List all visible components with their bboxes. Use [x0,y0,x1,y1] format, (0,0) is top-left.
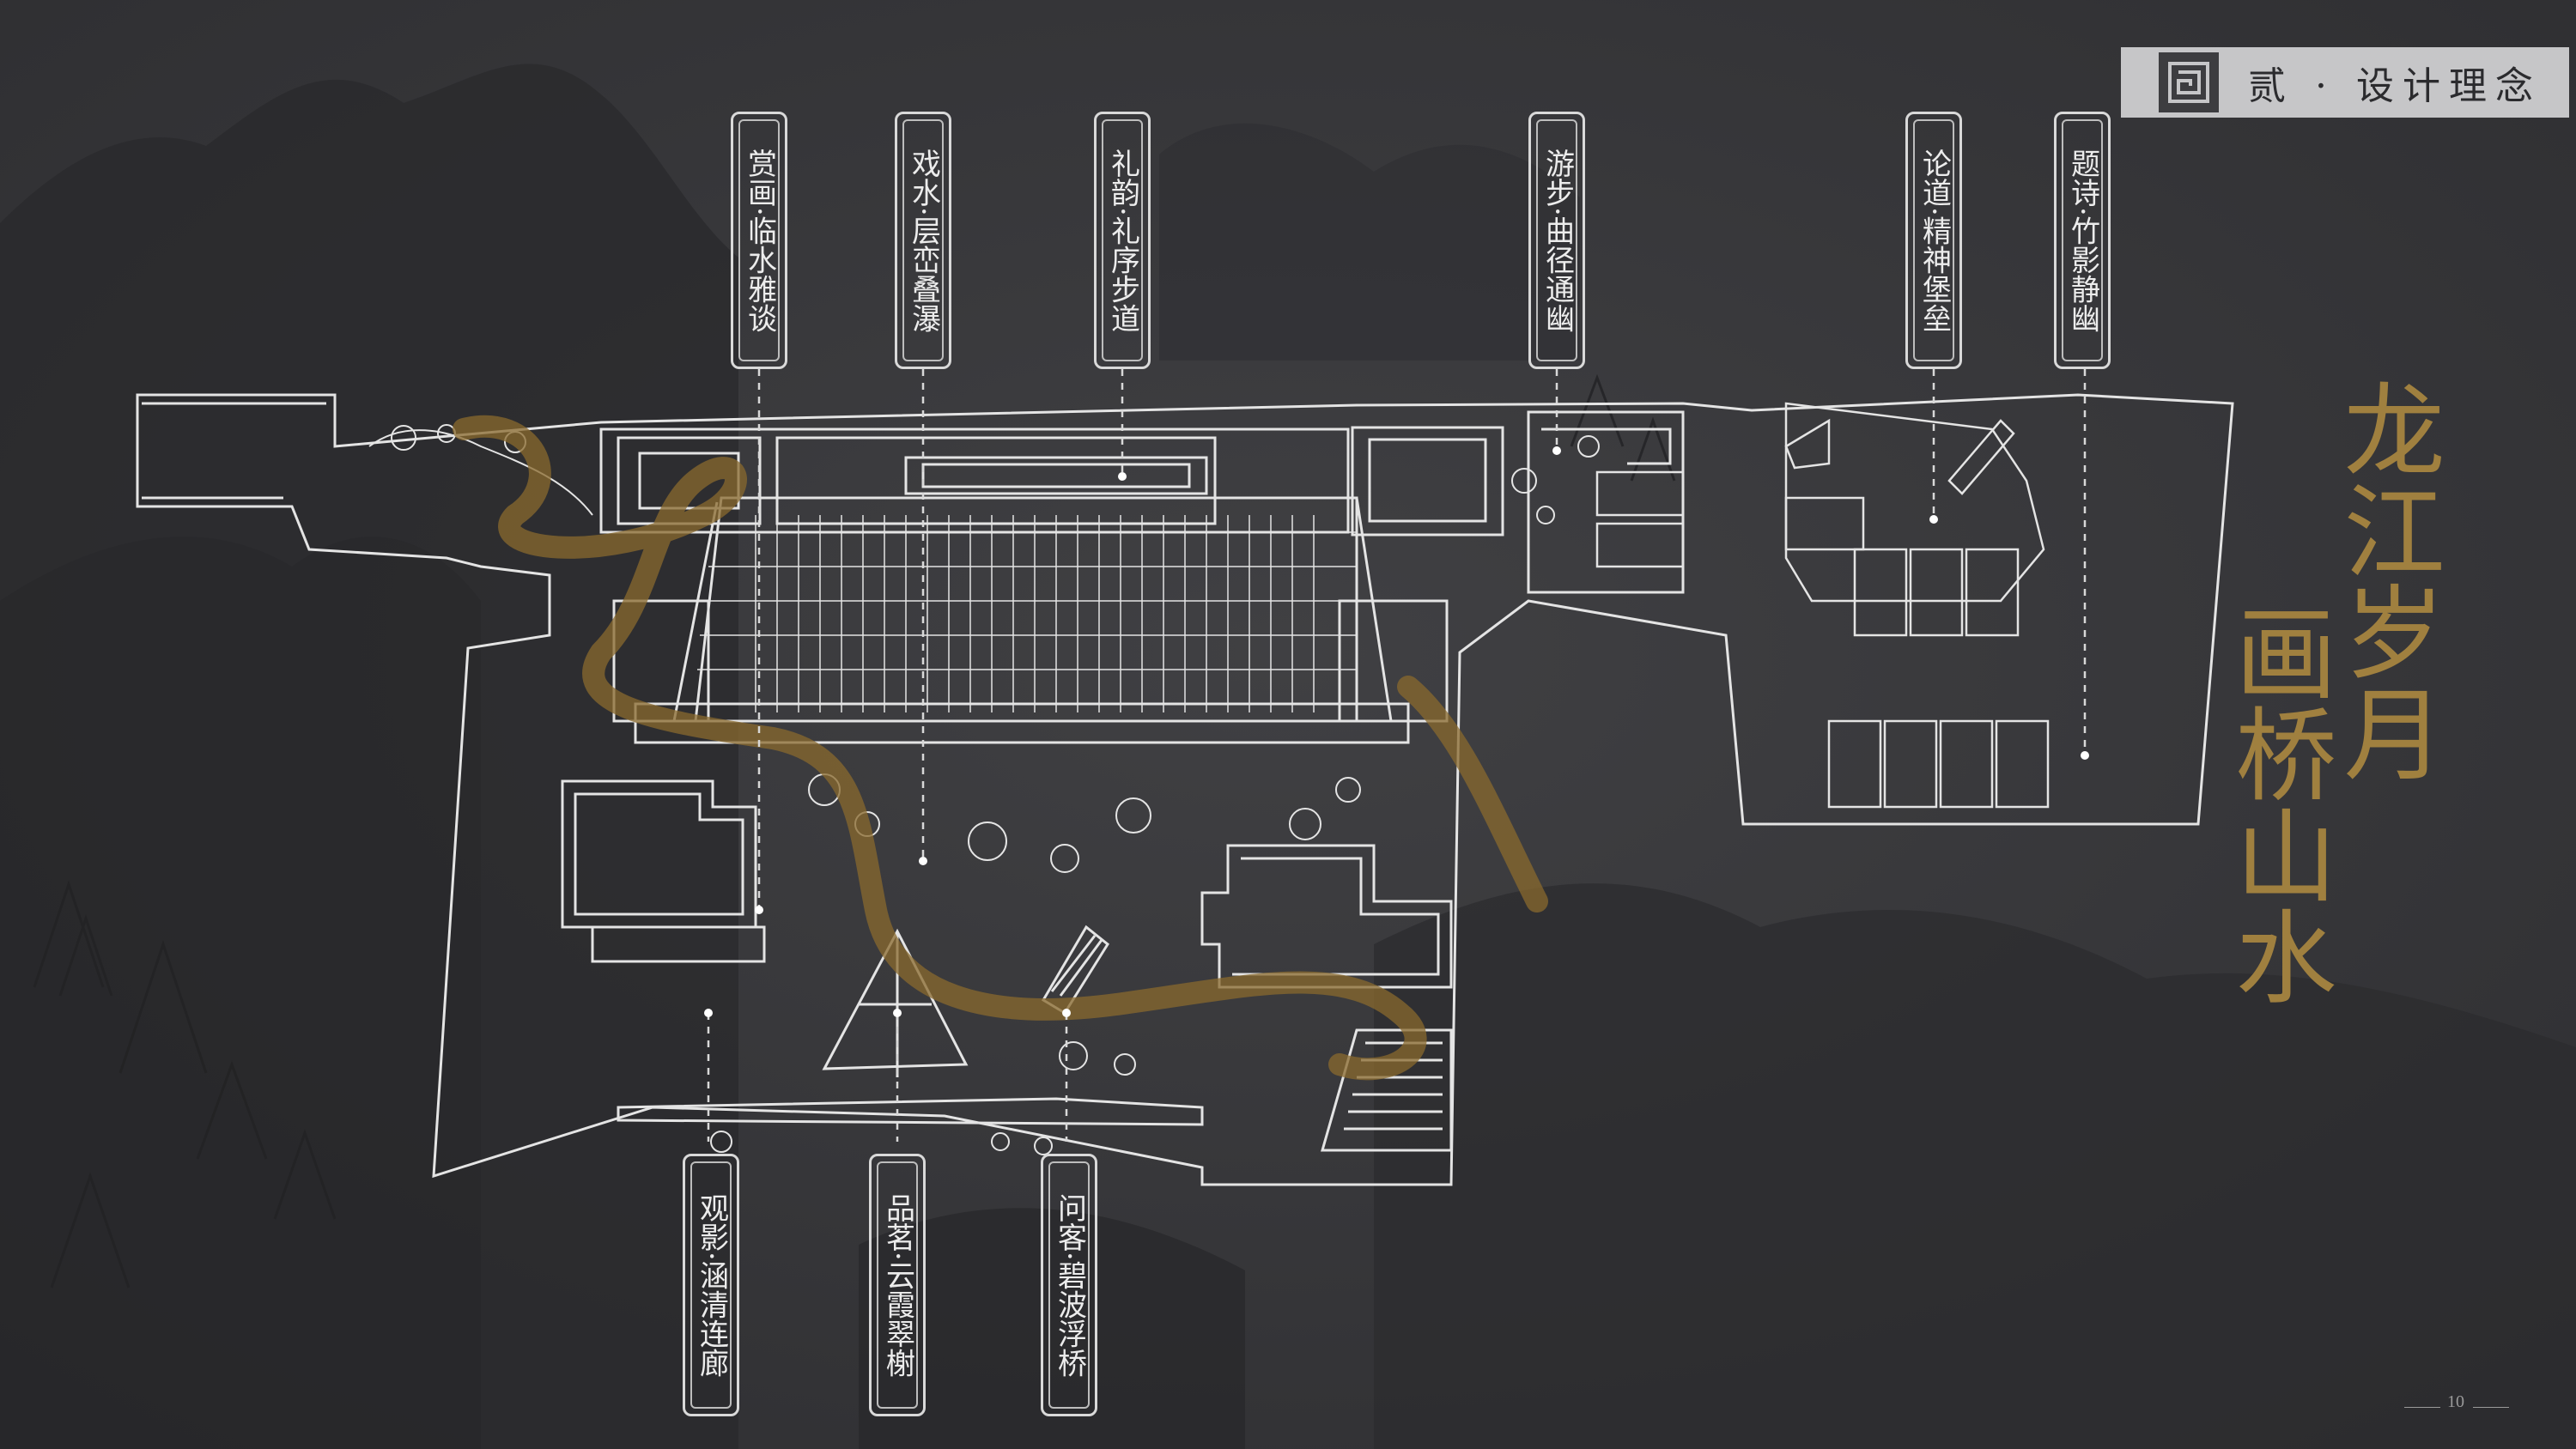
ink-trees [33,373,1676,1288]
label-appreciate-painting: 赏画·临水雅谈 [731,112,787,369]
section-header: 贰 · 设计理念 [2121,47,2569,118]
building-plan [136,393,2234,1186]
label-tea-pavilion: 品茗·云霞翠榭 [869,1154,926,1416]
poem-line-1: 龙江岁月 [2326,378,2445,783]
page-number: 10 [2447,1392,2464,1411]
label-bamboo-poem: 题诗·竹影静幽 [2054,112,2111,369]
ink-mountains [0,64,2576,1449]
gold-brush-stroke [453,415,1548,1081]
label-spiritual-fortress: 论道·精神堡垒 [1905,112,1962,369]
label-winding-path: 游步·曲径通幽 [1528,112,1585,369]
parking-area [1595,402,2050,809]
poem-line-2: 画桥山水 [2218,601,2336,1006]
label-floating-bridge: 问客·碧波浮桥 [1041,1154,1097,1416]
fret-pattern-icon [2159,52,2219,112]
leader-dots [704,446,2089,1017]
page-number-rule-left [2404,1407,2440,1408]
label-corridor: 观影·涵清连廊 [683,1154,739,1416]
label-water-play: 戏水·层峦叠瀑 [895,112,951,369]
page-number-rule-right [2473,1407,2509,1408]
leader-lines [707,369,2087,1142]
label-ritual-path: 礼韵·礼序步道 [1094,112,1151,369]
section-title: 贰 · 设计理念 [2248,64,2542,108]
